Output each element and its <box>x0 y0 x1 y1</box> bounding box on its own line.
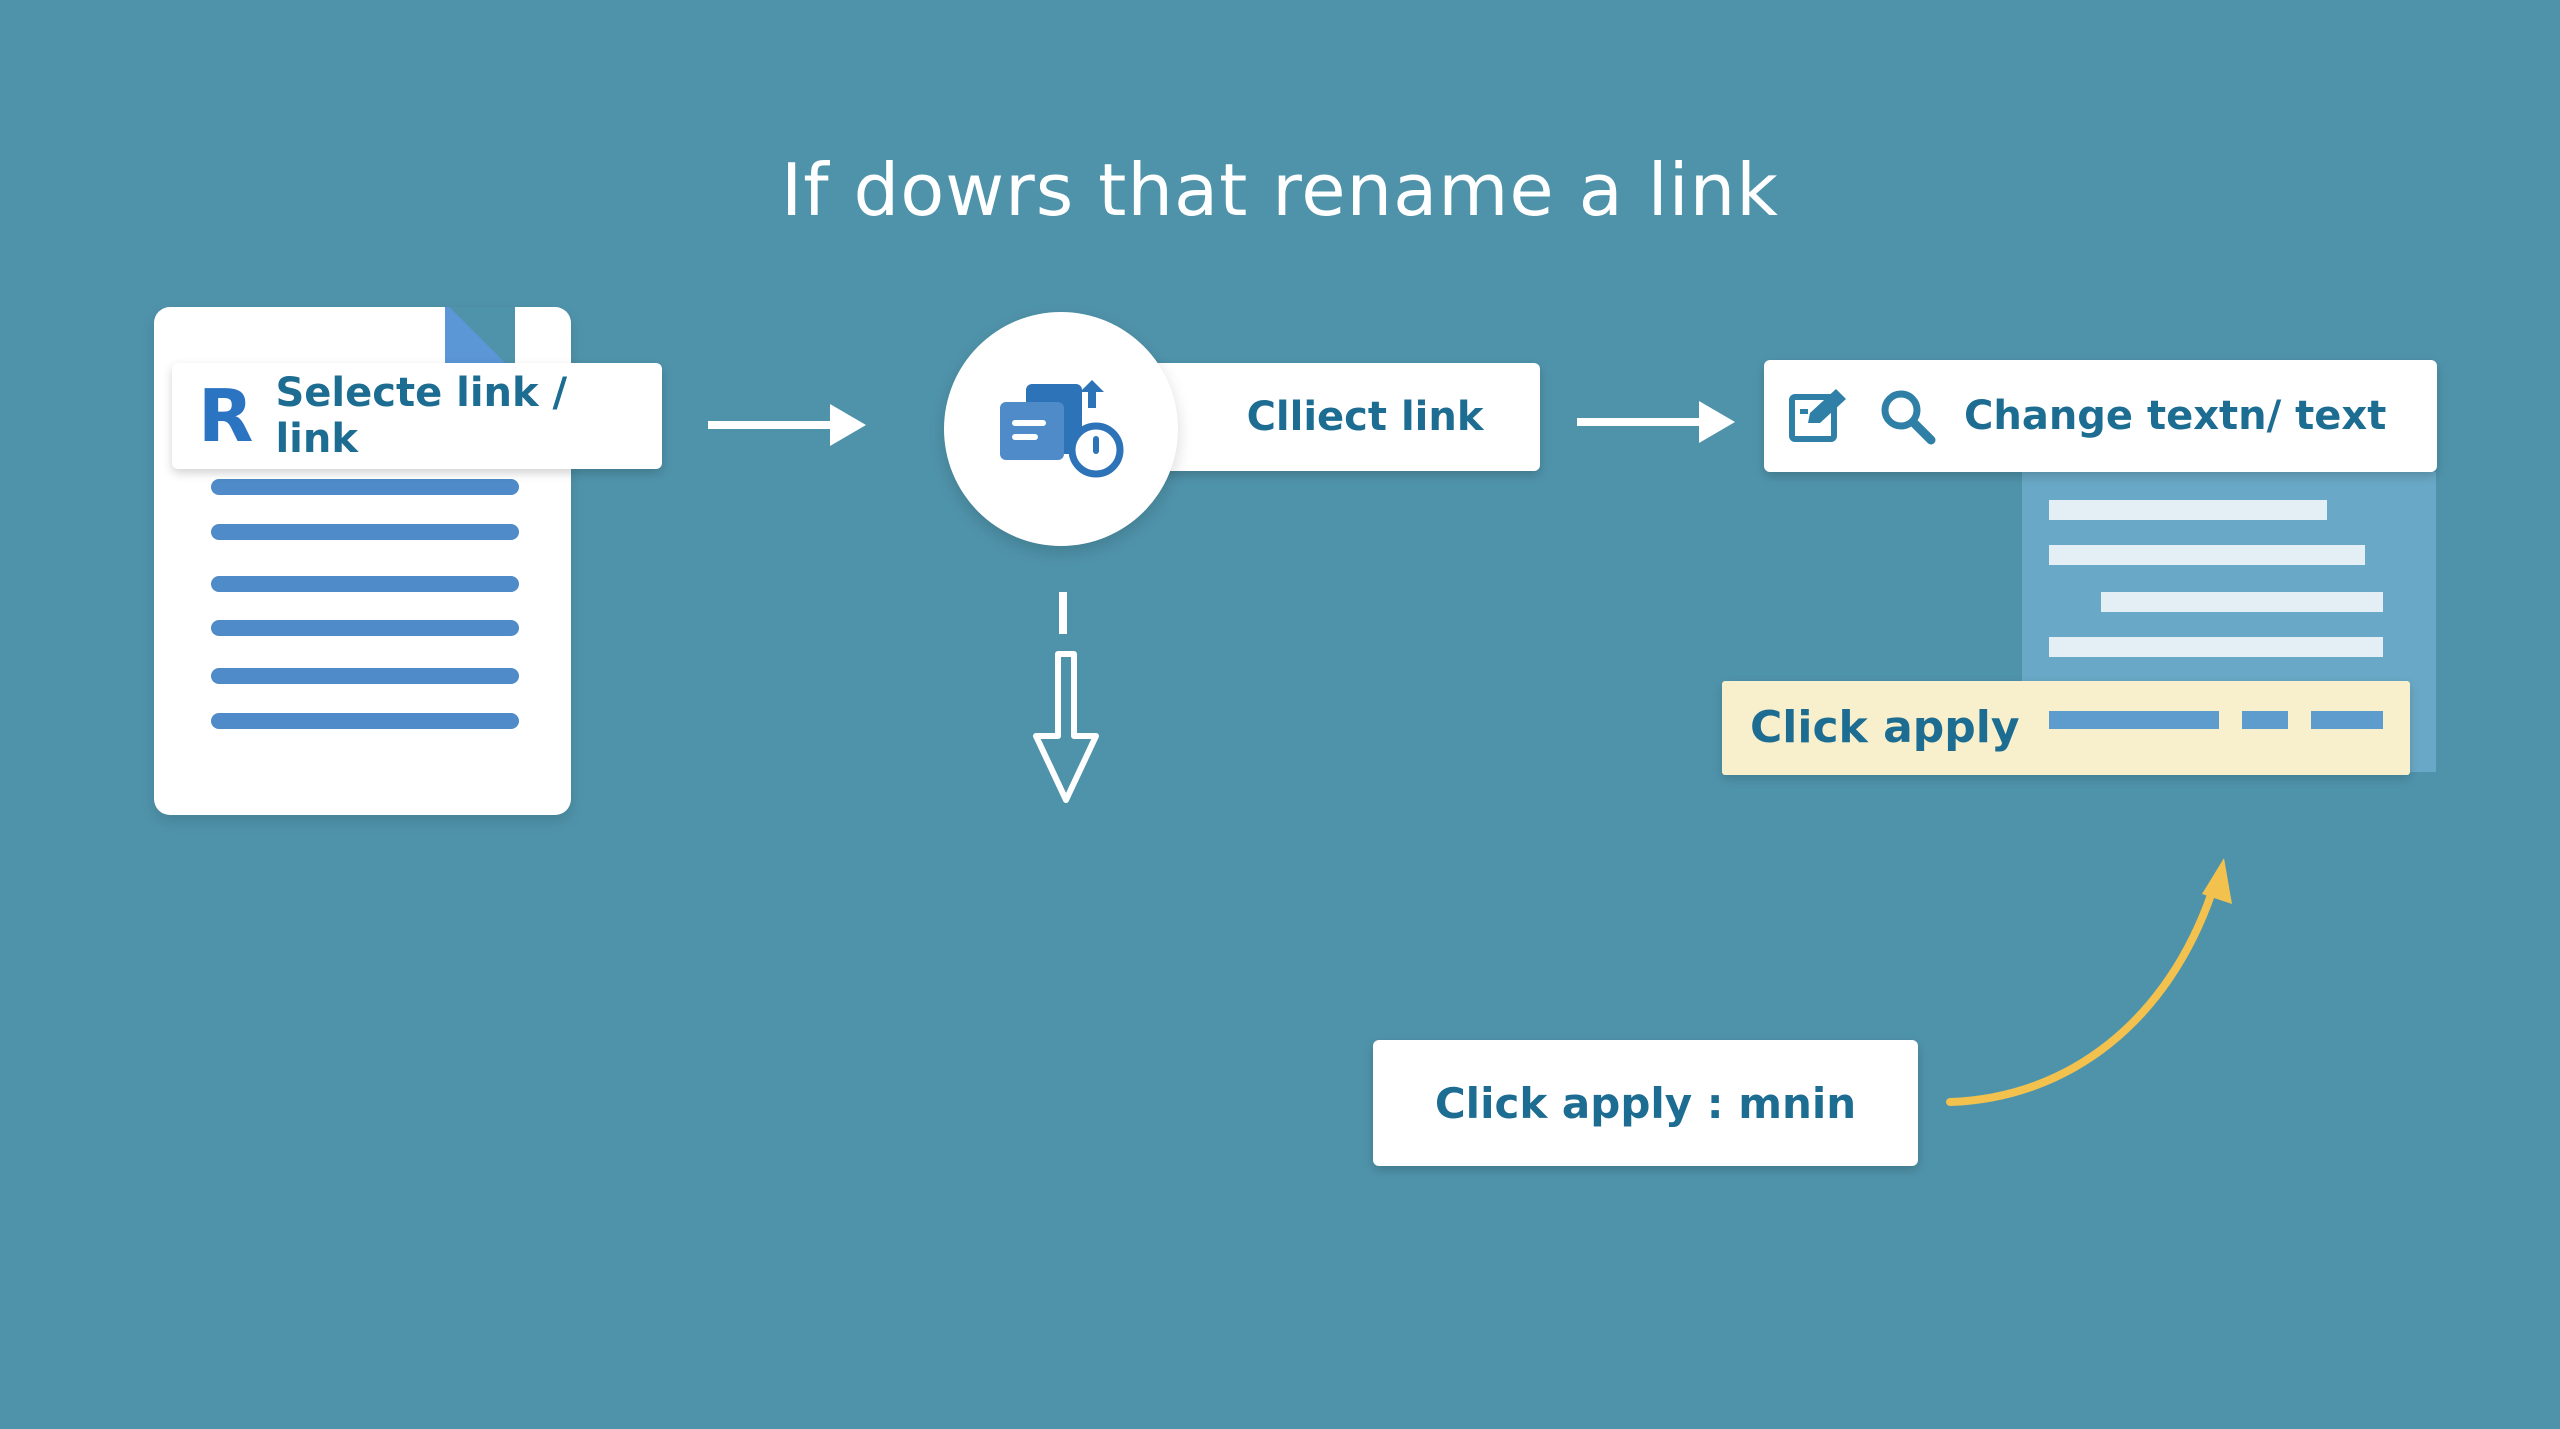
apply-bar-segment <box>2242 711 2288 729</box>
arrow-right-icon <box>708 404 866 446</box>
preview-line <box>2049 637 2383 657</box>
document-line <box>211 620 519 636</box>
preview-line <box>2101 592 2383 612</box>
arrow-down-icon <box>1030 650 1102 806</box>
step-change-text: Change textn/ text <box>1764 360 2437 472</box>
linked-document-timer-icon <box>996 378 1126 488</box>
apply-bar-segment <box>2311 711 2383 729</box>
diagram-title: If dowrs that rename a link <box>781 148 1779 232</box>
step-click-apply-label: Click apply : mnin <box>1434 1078 1857 1128</box>
step-select-link: R Selecte link / link <box>172 363 662 469</box>
apply-label: Click apply <box>1750 702 2020 753</box>
document-line <box>211 479 519 495</box>
dashed-connector <box>1059 592 1067 634</box>
edit-icon <box>1788 387 1850 445</box>
document-line <box>211 576 519 592</box>
document-line <box>211 668 519 684</box>
preview-line <box>2049 545 2365 565</box>
search-icon <box>1878 387 1936 445</box>
document-icon: R <box>198 374 254 458</box>
step-select-link-label: Selecte link / link <box>275 370 568 462</box>
apply-bar-segment <box>2049 711 2219 729</box>
curved-arrow-icon <box>1940 850 2240 1110</box>
step-change-text-label: Change textn/ text <box>1964 393 2387 439</box>
step-collect-link-label: Cllіect link <box>1246 394 1484 440</box>
arrow-right-icon <box>1577 401 1735 443</box>
document-line <box>211 524 519 540</box>
step-collect-link: Cllіect link <box>1150 363 1540 471</box>
document-line <box>211 713 519 729</box>
document-fold <box>445 307 515 369</box>
step-click-apply: Click apply : mnin <box>1373 1040 1918 1166</box>
preview-line <box>2049 500 2327 520</box>
